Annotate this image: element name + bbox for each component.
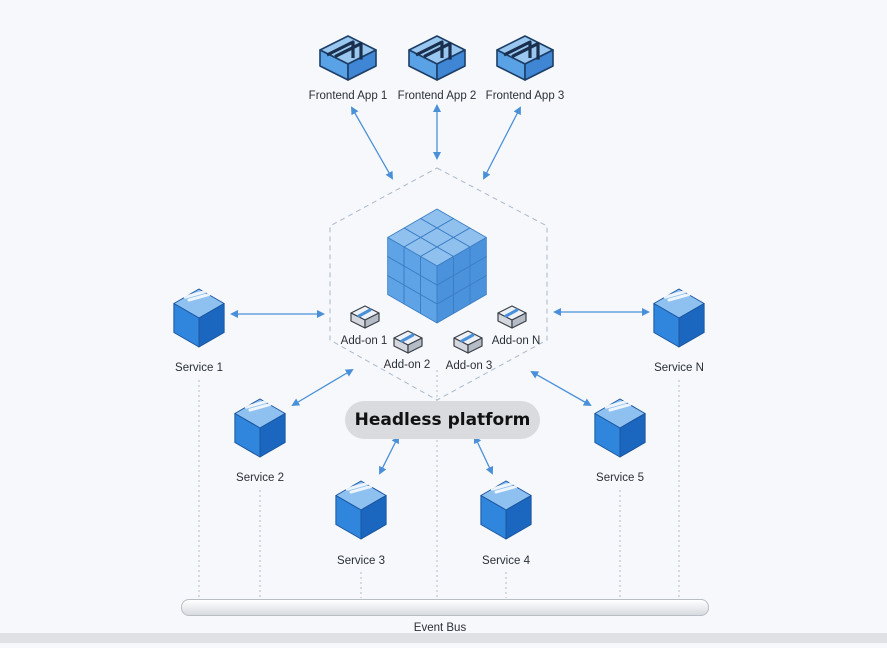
service-n-label: Service N [654,362,704,374]
service-1-label: Service 1 [175,362,223,374]
service-cube-icon [594,398,646,458]
service-cube-icon [480,480,532,540]
frontend-app-2-label: Frontend App 2 [397,90,477,102]
service-4-label: Service 4 [482,555,530,567]
bottom-strip [0,633,887,643]
addon-3-label: Add-on 3 [445,360,493,372]
platform-boundary [329,167,548,401]
event-bus-label: Event Bus [413,622,467,634]
headless-platform-badge: Headless platform [345,401,540,439]
service-cube-icon [234,398,286,458]
platform-block [420,246,454,286]
event-bus-pipe [181,599,709,616]
frontend-box-icon [496,35,554,81]
service-cube-icon [653,288,705,348]
connection-arrow [379,435,399,475]
frontend-box-icon [408,35,466,81]
service-5-label: Service 5 [596,472,644,484]
service-cube-icon [335,480,387,540]
connection-arrow [530,371,592,406]
service-cube-icon [173,288,225,348]
connection-arrow [473,435,494,475]
service-3-label: Service 3 [337,555,385,567]
addon-n-label: Add-on N [491,335,541,347]
connection-arrow [351,106,393,180]
connection-arrow [291,368,354,407]
frontend-app-1-label: Frontend App 1 [308,90,388,102]
service-2-label: Service 2 [236,472,284,484]
rubiks-cube-icon [387,208,487,324]
addon-2-label: Add-on 2 [383,359,431,371]
addon-box-icon [453,330,483,354]
addon-1-label: Add-on 1 [340,335,388,347]
addon-box-icon [350,305,380,329]
addon-box-icon [497,305,527,329]
frontend-box-icon [319,35,377,81]
connection-arrow [483,106,521,180]
addon-box-icon [393,330,423,354]
frontend-app-3-label: Frontend App 3 [485,90,565,102]
